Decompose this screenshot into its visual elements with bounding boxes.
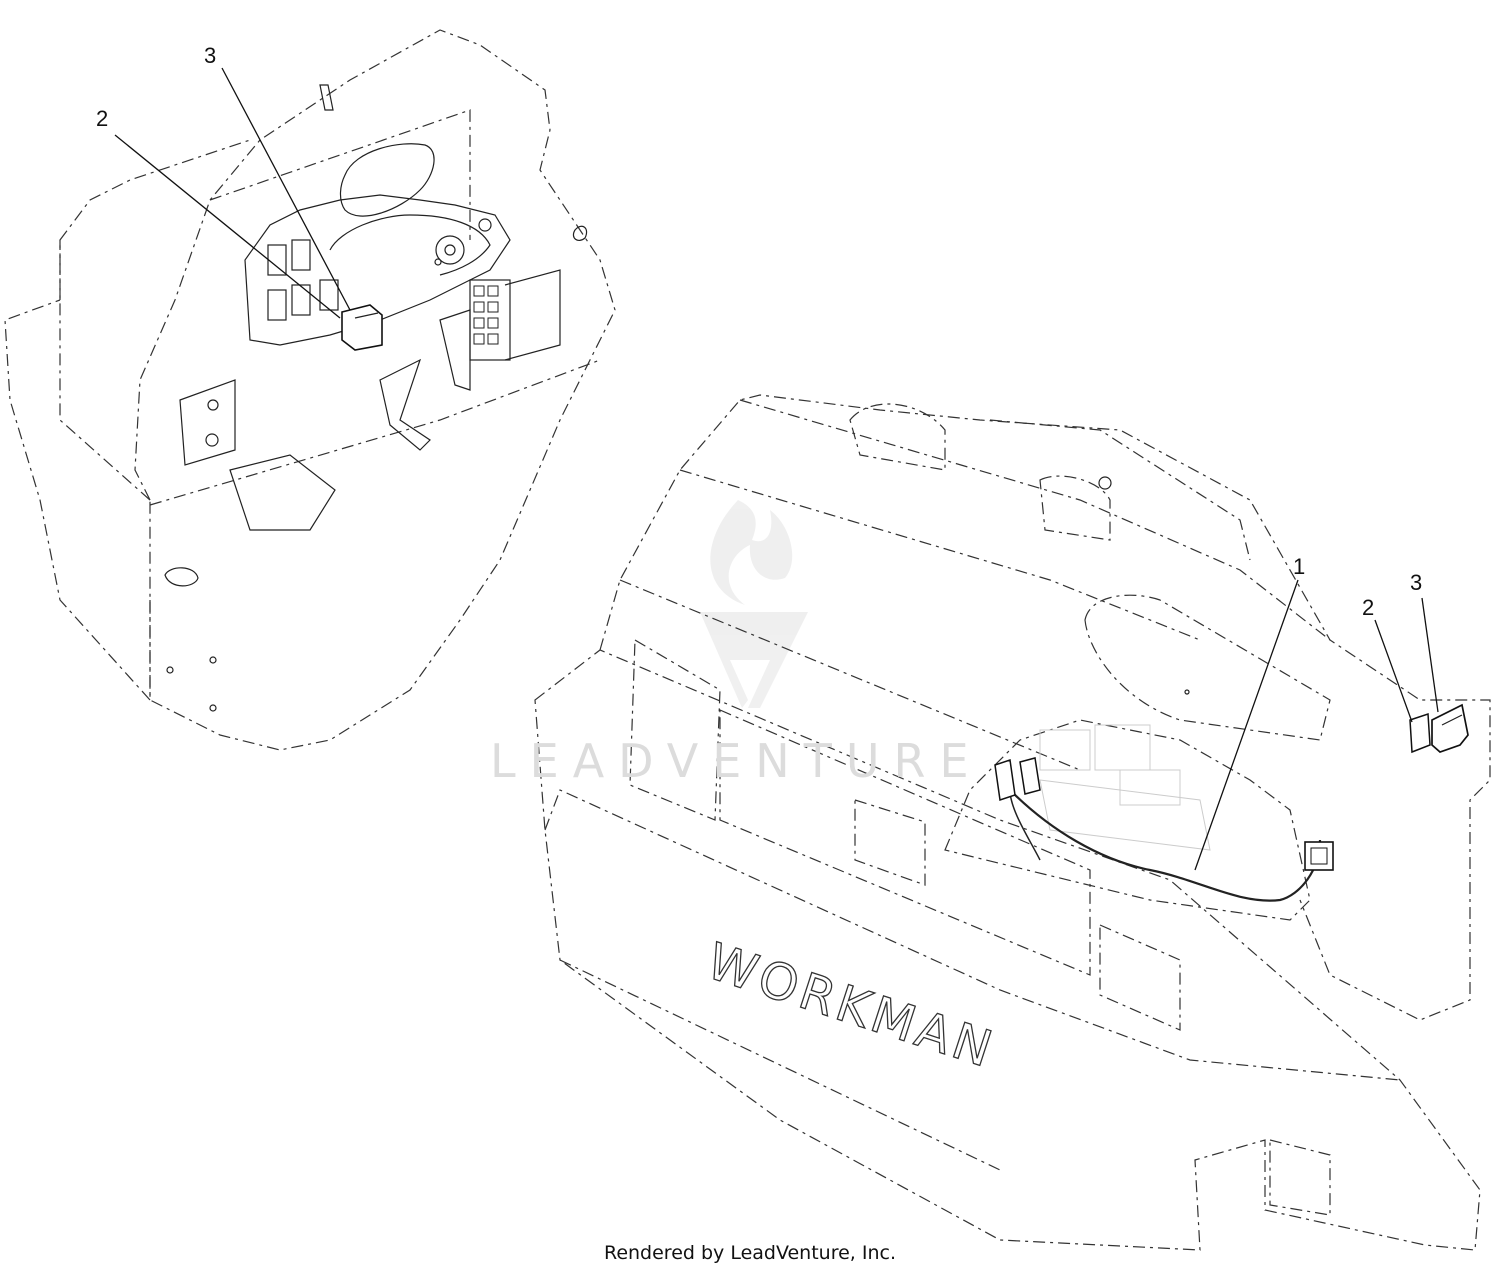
- leader-left-3: [221, 67, 351, 311]
- watermark-text: LEADVENTURE: [490, 734, 983, 788]
- leader-right-1: [1194, 579, 1299, 871]
- hood-illustration: [534, 394, 1491, 1251]
- watermark-logo: [700, 500, 808, 708]
- leader-right-3: [1421, 597, 1439, 713]
- callout-left-3: 3: [204, 43, 217, 68]
- callout-right-1: 1: [1293, 554, 1306, 579]
- leader-right-2: [1374, 619, 1413, 723]
- callout-right-3: 3: [1410, 570, 1423, 595]
- leader-left-2: [114, 134, 341, 319]
- callout-right-2: 2: [1362, 595, 1375, 620]
- callout-left-2: 2: [96, 106, 109, 131]
- footer-credit: Rendered by LeadVenture, Inc.: [603, 1242, 897, 1264]
- dashboard-illustration: [4, 29, 616, 751]
